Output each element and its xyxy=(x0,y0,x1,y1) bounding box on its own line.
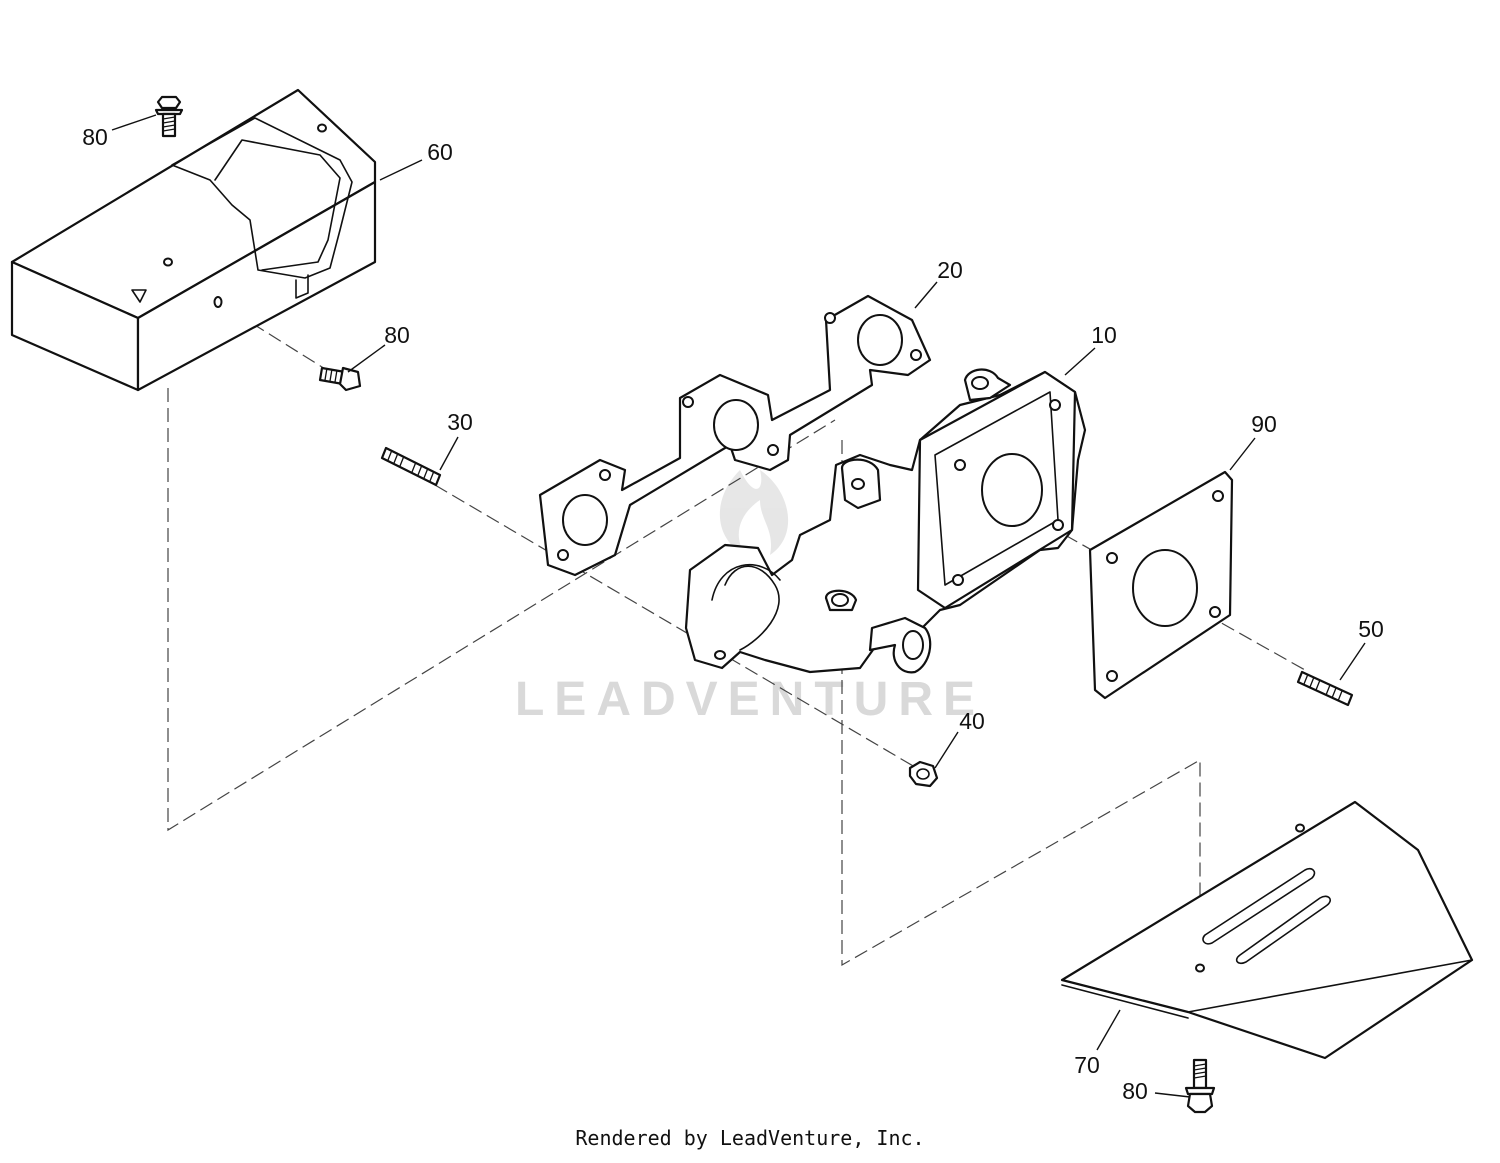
callout-70: 70 xyxy=(1074,1052,1100,1078)
callout-20: 20 xyxy=(937,257,963,283)
part-20-exhaust-gasket[interactable] xyxy=(538,294,932,577)
part-50-stud[interactable] xyxy=(1296,670,1354,707)
part-70-heat-shield-plate[interactable] xyxy=(1060,800,1474,1060)
callout-80-top: 80 xyxy=(82,124,108,150)
part-80-bolt-bottom[interactable] xyxy=(1184,1058,1216,1114)
callout-80-side: 80 xyxy=(384,322,410,348)
callout-labels: 80 60 80 30 20 10 90 50 40 70 80 xyxy=(82,124,1384,1104)
part-80-bolt-side[interactable] xyxy=(318,366,362,392)
callout-leaders xyxy=(111,114,1366,1098)
footer-credit: Rendered by LeadVenture, Inc. xyxy=(575,1126,925,1150)
callout-50: 50 xyxy=(1358,616,1384,642)
part-60-heat-shield[interactable] xyxy=(10,88,377,392)
callout-40: 40 xyxy=(959,708,985,734)
part-10-exhaust-manifold[interactable] xyxy=(684,368,1087,674)
callout-10: 10 xyxy=(1091,322,1117,348)
part-30-stud[interactable] xyxy=(380,446,442,487)
part-40-flange-nut[interactable] xyxy=(908,760,939,788)
part-90-flange-gasket[interactable] xyxy=(1088,470,1234,700)
watermark-text: LEADVENTURE xyxy=(515,673,985,726)
callout-60: 60 xyxy=(427,139,453,165)
callout-80-bottom: 80 xyxy=(1122,1078,1148,1104)
callout-30: 30 xyxy=(447,409,473,435)
part-80-bolt-top[interactable] xyxy=(154,95,184,138)
callout-90: 90 xyxy=(1251,411,1277,437)
